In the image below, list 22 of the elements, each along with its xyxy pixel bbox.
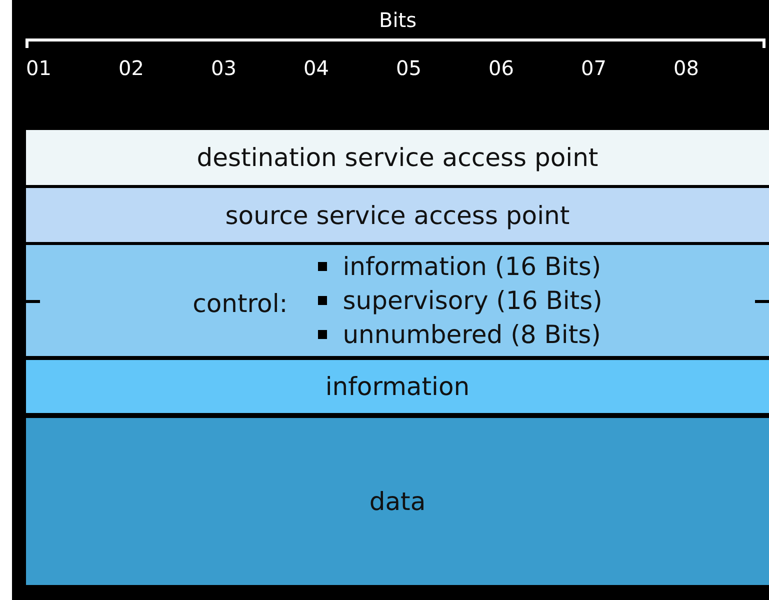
bit-number: 07 [581, 56, 606, 80]
field-band [26, 130, 769, 185]
list-item: unnumbered (8 Bits) [342, 318, 601, 350]
bit-number: 02 [118, 56, 144, 80]
field-band [26, 418, 769, 585]
field-name: data [369, 487, 426, 516]
field-name: destination service access point [196, 143, 598, 172]
field-name: control: [192, 289, 288, 318]
bit-number: 04 [304, 56, 329, 80]
field-name: source service access point [225, 200, 570, 230]
list-item: supervisory (16 Bits) [342, 284, 602, 316]
bit-number: 08 [674, 56, 699, 80]
field-band [26, 188, 769, 242]
bit-number: 05 [396, 56, 422, 80]
field-band [26, 360, 769, 413]
bit-number: 03 [211, 56, 236, 80]
bit-number: 06 [488, 56, 514, 80]
field-band [26, 245, 769, 356]
bit-number: 01 [26, 56, 52, 80]
axis-title: Bits [379, 8, 417, 32]
list-item: information (16 Bits) [342, 250, 602, 282]
field-name: information [325, 372, 470, 401]
